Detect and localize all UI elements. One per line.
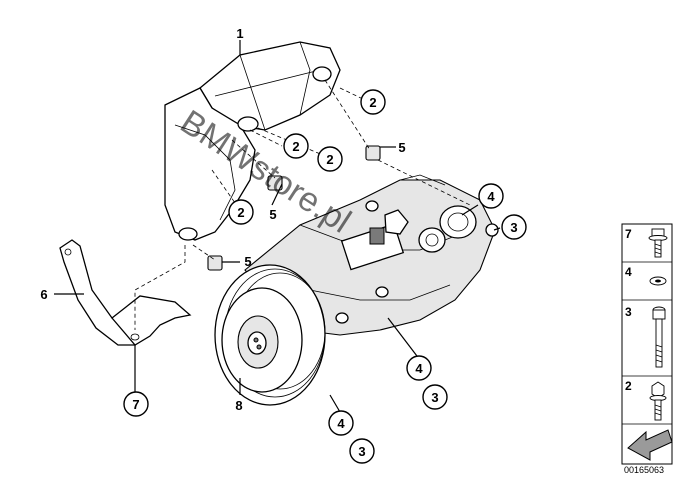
legend-number: 3 — [625, 305, 632, 319]
callout-2-d: 2 — [228, 199, 254, 225]
label-part-1: 1 — [236, 26, 243, 41]
long-bolt-icon — [652, 306, 666, 368]
callout-label: 4 — [487, 189, 495, 204]
callout-label: 4 — [337, 416, 345, 431]
ac-compressor — [214, 174, 499, 406]
callout-3-right: 3 — [501, 214, 527, 240]
callout-4-middle: 4 — [406, 355, 432, 381]
mounting-bracket — [164, 41, 341, 241]
label-part-5-c: 5 — [244, 254, 251, 269]
legend-row-3: 3 — [625, 305, 666, 368]
callout-label: 2 — [326, 152, 333, 167]
callout-label: 2 — [292, 139, 299, 154]
callout-label: 2 — [237, 205, 244, 220]
legend-number: 4 — [625, 265, 632, 279]
callout-label: 2 — [369, 95, 376, 110]
parts-legend: 7 4 3 2 — [621, 223, 673, 465]
hex-bolt-icon — [649, 381, 667, 421]
label-part-5-b: 5 — [269, 207, 276, 222]
callout-label: 3 — [431, 390, 438, 405]
callout-label: 3 — [358, 444, 365, 459]
callout-2-b: 2 — [283, 133, 309, 159]
label-part-6: 6 — [40, 287, 47, 302]
callout-4-bottom: 4 — [328, 410, 354, 436]
callout-label: 7 — [132, 397, 139, 412]
callout-4-right: 4 — [478, 183, 504, 209]
legend-number: 2 — [625, 379, 632, 393]
callout-3-bottom: 3 — [349, 438, 375, 464]
leader-lines — [54, 40, 501, 413]
legend-row-2: 2 — [625, 379, 667, 421]
callout-label: 3 — [510, 220, 517, 235]
bushing-parts — [207, 145, 381, 271]
direction-arrow-icon — [627, 429, 673, 461]
document-number: 00165063 — [624, 465, 664, 475]
strap-bracket — [59, 239, 192, 346]
callout-3-middle: 3 — [422, 384, 448, 410]
bolt-flange-icon — [648, 228, 668, 258]
legend-row-7: 7 — [625, 227, 668, 258]
callout-2-a: 2 — [360, 89, 386, 115]
label-part-5-a: 5 — [398, 140, 405, 155]
label-part-8: 8 — [235, 398, 242, 413]
callout-7: 7 — [123, 391, 149, 417]
legend-number: 7 — [625, 227, 632, 241]
washer-icon — [649, 276, 667, 286]
callout-label: 4 — [415, 361, 423, 376]
callout-2-c: 2 — [317, 146, 343, 172]
legend-row-4: 4 — [625, 265, 667, 286]
